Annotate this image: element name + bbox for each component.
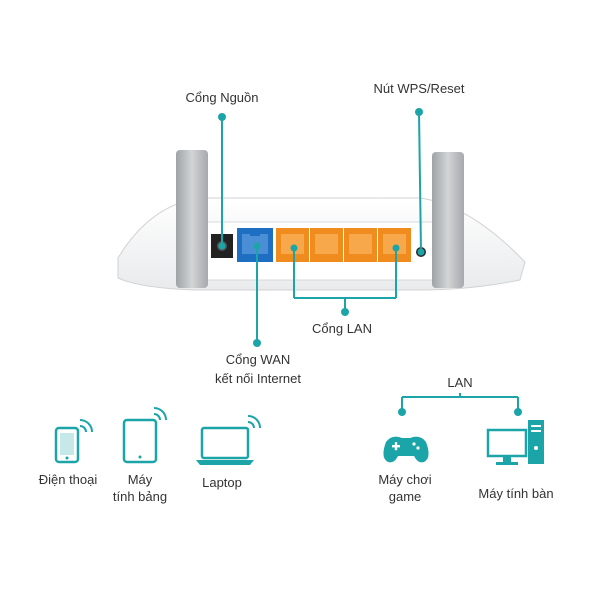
wan-internet-label: kết nối Internet <box>215 371 301 386</box>
power-port-label: Cổng Nguồn <box>185 90 259 105</box>
callout-dots <box>218 108 425 347</box>
game-label-line1: Máy chơi <box>378 472 432 487</box>
callout-lines <box>221 111 422 342</box>
lan-ports-icon <box>276 228 411 262</box>
tablet-label-line2: tính bảng <box>112 489 168 504</box>
wps-reset-label: Nút WPS/Reset <box>373 81 465 96</box>
left-antenna <box>176 150 208 288</box>
tablet-label-line1: Máy <box>127 472 153 487</box>
phone-label: Điện thoại <box>38 472 98 487</box>
desktop-icon <box>486 420 544 465</box>
game-label-line2: game <box>388 489 422 504</box>
lan-bracket <box>401 393 519 410</box>
wan-port-label: Cổng WAN <box>225 352 291 367</box>
lan-port-label: Cổng LAN <box>312 321 372 336</box>
laptop-icon <box>196 415 261 465</box>
lan-top-label: LAN <box>447 375 473 390</box>
phone-icon <box>54 419 93 464</box>
tablet-icon <box>122 407 167 464</box>
right-antenna <box>432 152 464 288</box>
laptop-label: Laptop <box>202 475 242 490</box>
gamepad-icon <box>383 436 429 463</box>
router <box>117 150 526 291</box>
desktop-label: Máy tính bàn <box>478 486 554 501</box>
